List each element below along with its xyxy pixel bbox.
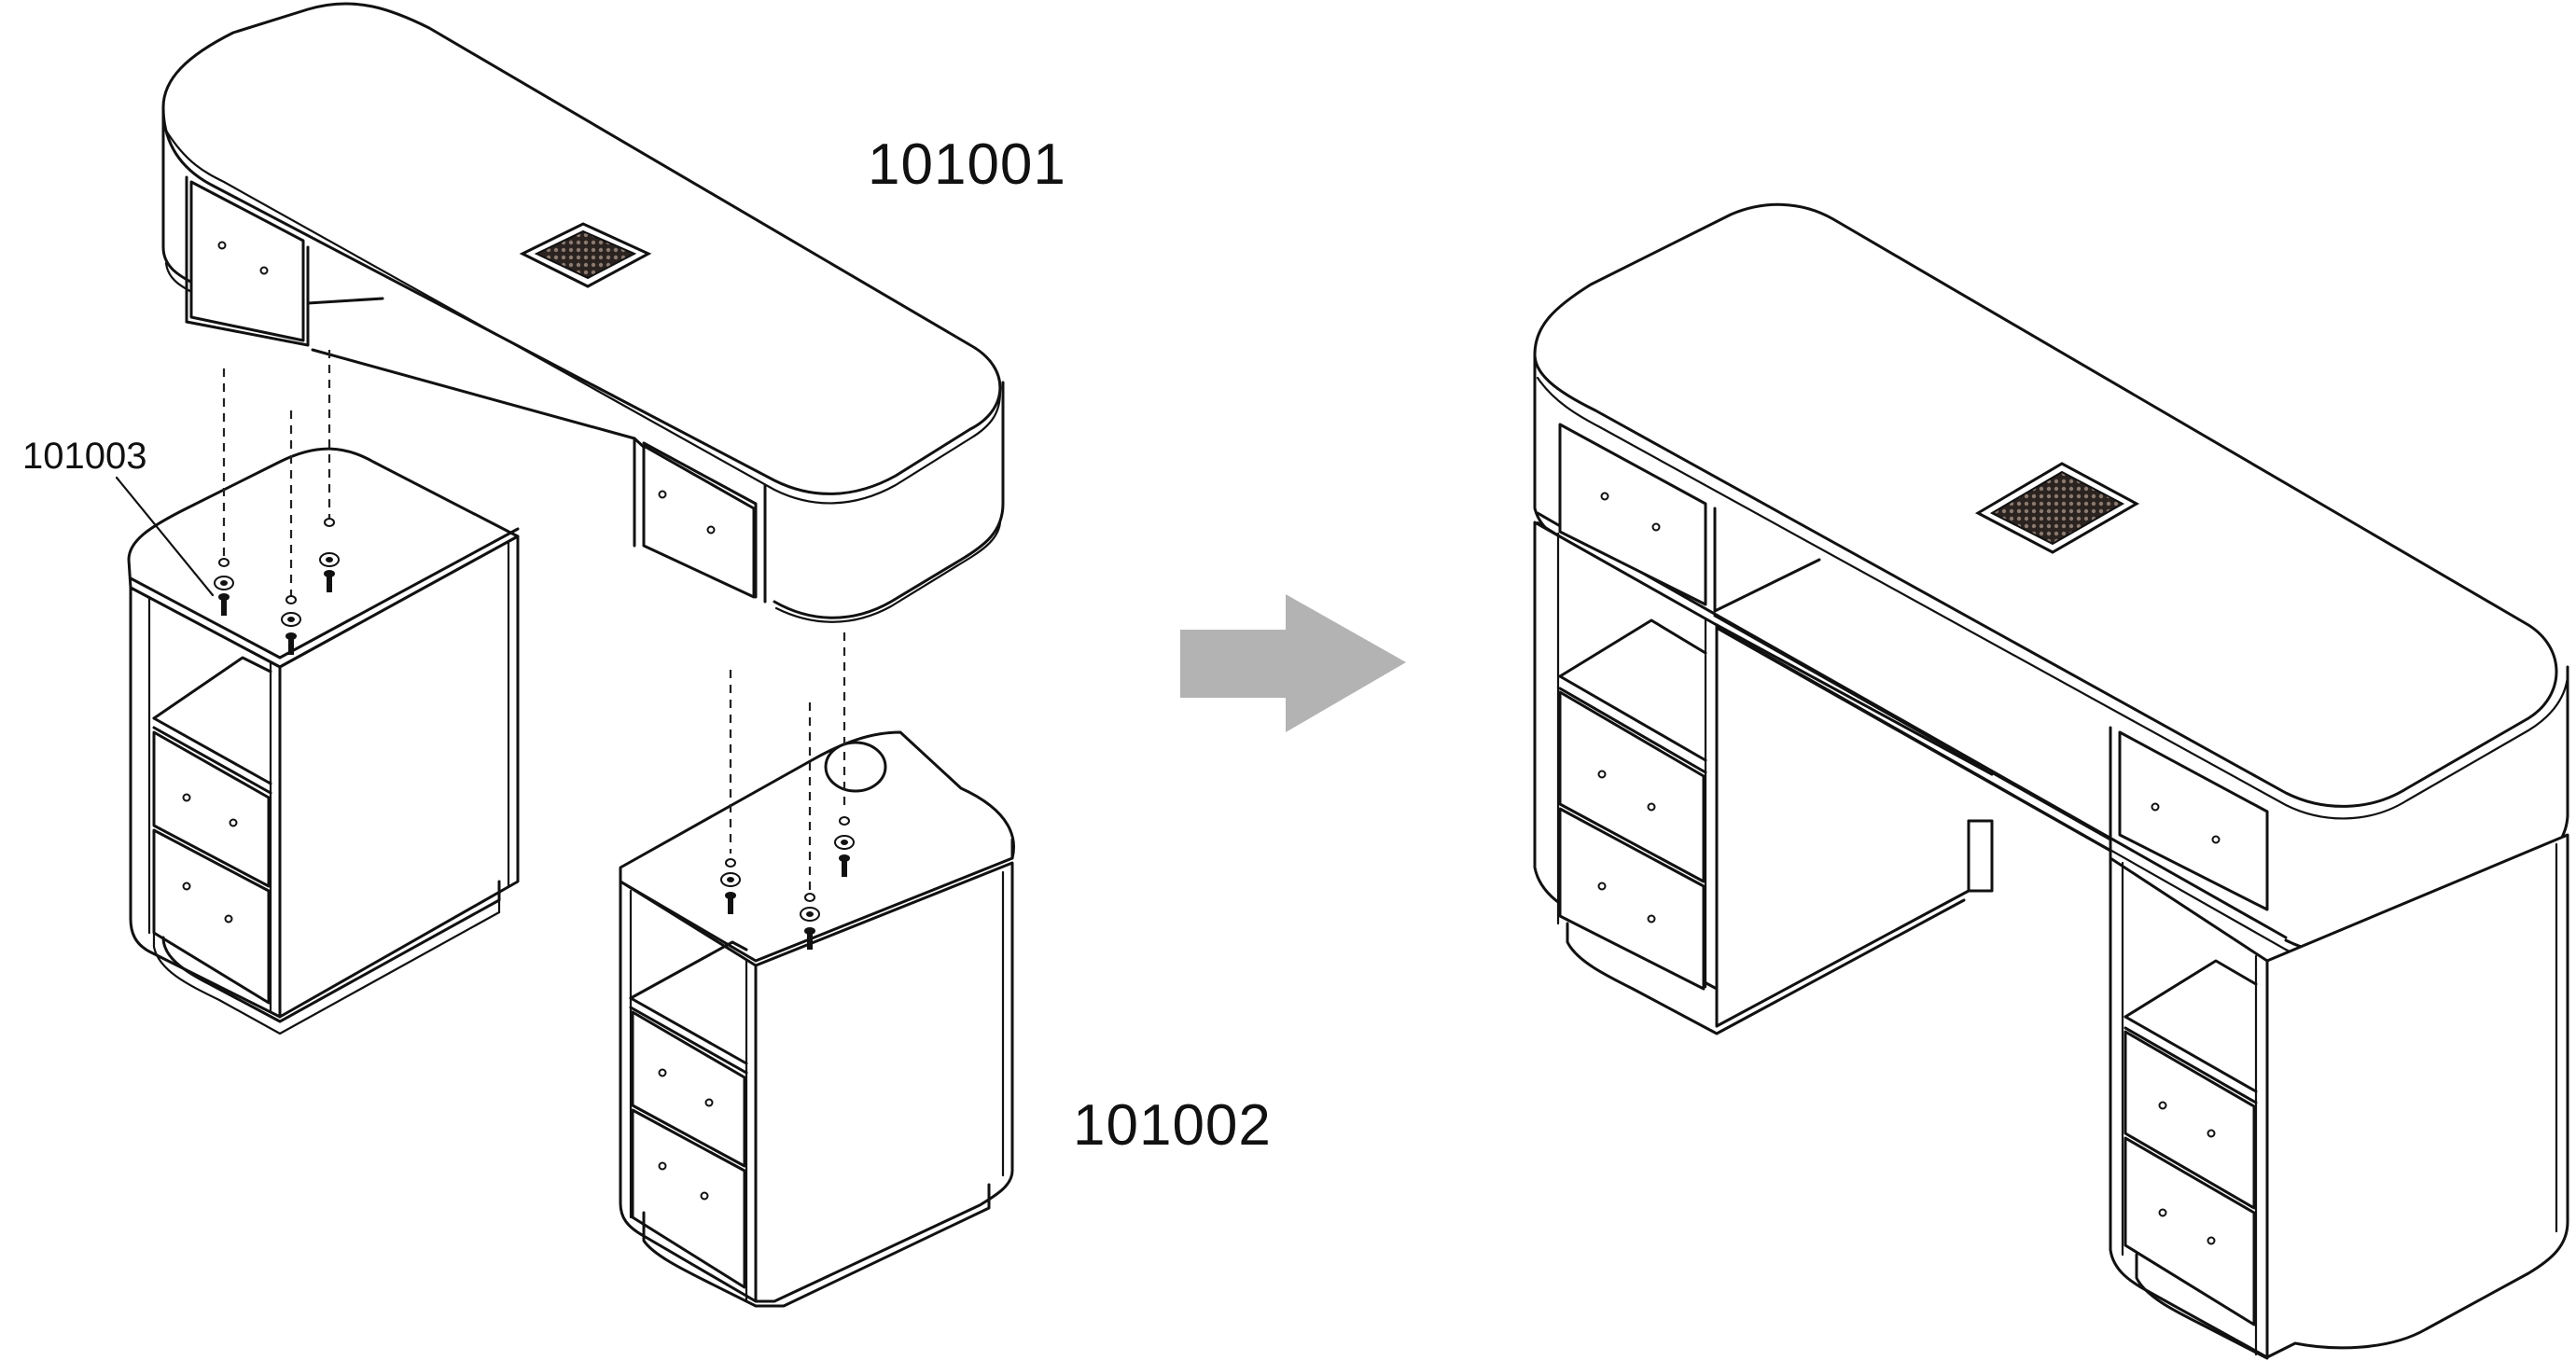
label-101003: 101003 [22, 436, 146, 477]
exploded-view: 101001 101003 [22, 2, 1272, 1308]
screw-icon [214, 558, 234, 616]
screw-icon [834, 816, 855, 877]
dust-collector-vent-icon [519, 222, 652, 288]
leader-line [115, 476, 215, 597]
label-101001: 101001 [868, 132, 1066, 197]
label-101002: 101002 [1073, 1093, 1272, 1158]
screw-icon [800, 893, 820, 950]
right-fasteners [720, 632, 855, 950]
right-cabinet-part [619, 730, 1015, 1308]
screw-icon [319, 518, 340, 592]
screw-icon [720, 858, 741, 914]
dust-collector-vent-icon [1974, 462, 2140, 554]
left-cabinet-part [127, 447, 520, 1035]
table-top-part [161, 2, 1005, 623]
screw-icon [281, 595, 301, 655]
right-arrow-icon [1180, 594, 1406, 732]
left-fasteners [214, 350, 340, 655]
assembled-view [1533, 202, 2569, 1360]
